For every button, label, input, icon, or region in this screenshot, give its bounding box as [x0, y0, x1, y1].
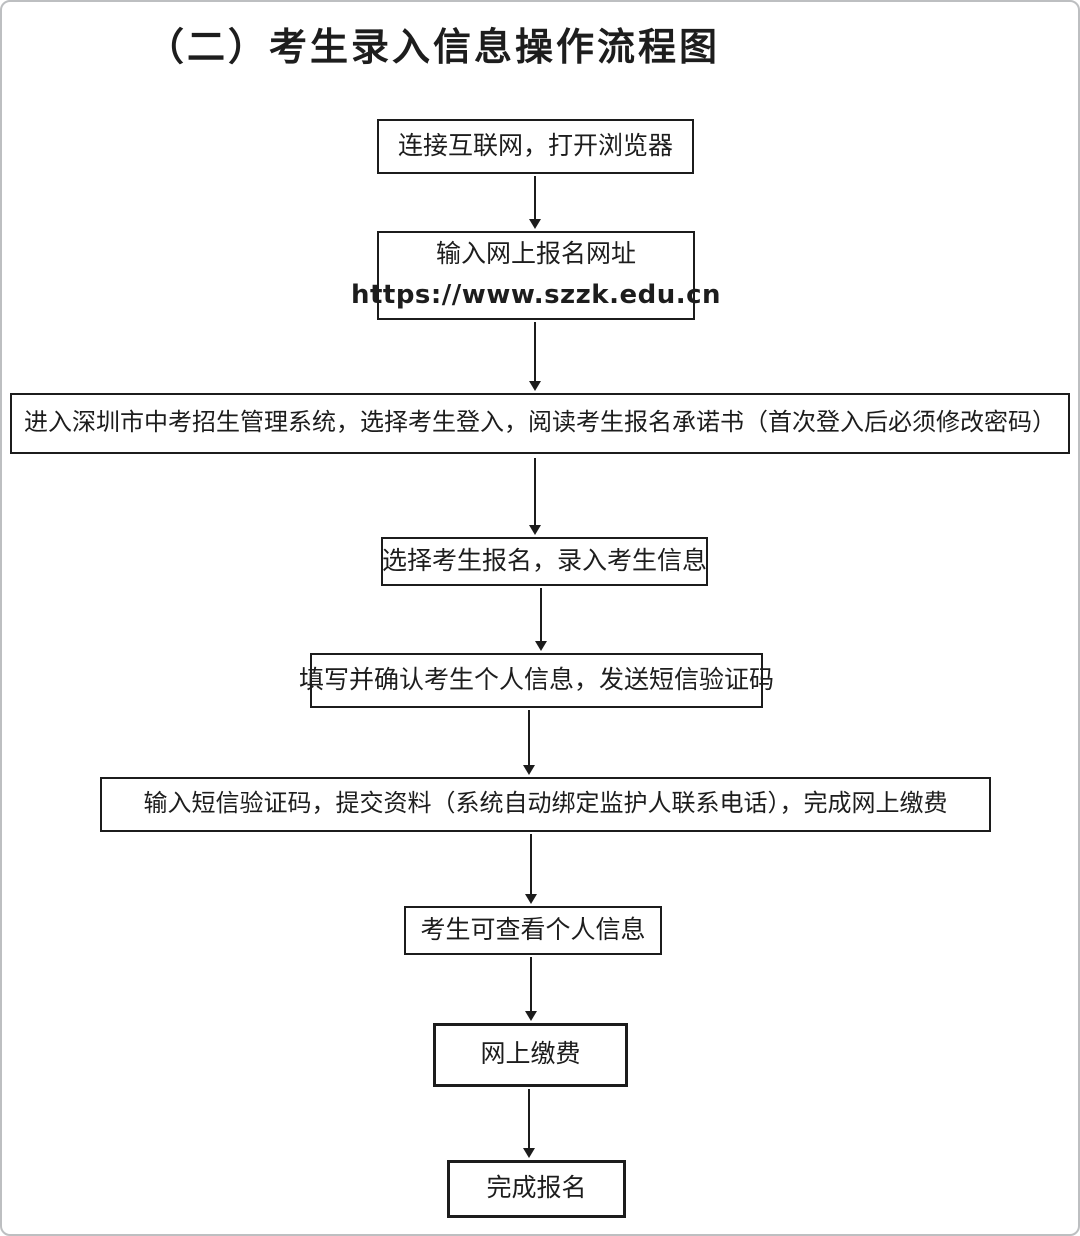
flow-step-login-system: 进入深圳市中考招生管理系统，选择考生登入，阅读考生报名承诺书（首次登入后必须修改… [10, 393, 1070, 454]
flow-step-label: 选择考生报名，录入考生信息 [382, 547, 708, 575]
flow-step-label: 输入网上报名网址 [435, 241, 636, 269]
flow-step-label: 输入短信验证码，提交资料（系统自动绑定监护人联系电话），完成网上缴费 [143, 791, 948, 818]
page-title: （二）考生录入信息操作流程图 [146, 27, 721, 69]
flow-step-fill-confirm-info: 填写并确认考生个人信息，发送短信验证码 [299, 653, 774, 708]
arrow-down-icon [529, 322, 541, 391]
arrow-down-icon [535, 588, 547, 651]
flow-step-label: 填写并确认考生个人信息，发送短信验证码 [299, 666, 775, 694]
arrow-down-icon [525, 957, 537, 1021]
arrow-down-icon [523, 710, 535, 775]
flow-step-label: 网上缴费 [480, 1041, 581, 1069]
flow-step-label: 考生可查看个人信息 [420, 916, 646, 944]
flow-step-label: 连接互联网，打开浏览器 [397, 132, 673, 160]
arrow-down-icon [529, 176, 541, 229]
flow-step-label: 完成报名 [486, 1175, 587, 1203]
flow-step-online-payment: 网上缴费 [433, 1023, 628, 1087]
arrow-down-icon [523, 1089, 535, 1158]
flow-step-complete-register: 完成报名 [447, 1160, 626, 1218]
registration-url-text: https://www.szzk.edu.cn [350, 279, 722, 310]
flow-step-view-personal-info: 考生可查看个人信息 [404, 906, 662, 955]
flow-step-enter-url: 输入网上报名网址 https://www.szzk.edu.cn [351, 231, 721, 320]
arrow-down-icon [529, 458, 541, 535]
flow-step-connect-internet: 连接互联网，打开浏览器 [377, 119, 694, 174]
flow-step-submit-and-pay: 输入短信验证码，提交资料（系统自动绑定监护人联系电话），完成网上缴费 [100, 777, 991, 832]
flow-step-label: 进入深圳市中考招生管理系统，选择考生登入，阅读考生报名承诺书（首次登入后必须修改… [24, 410, 1056, 437]
arrow-down-icon [525, 834, 537, 904]
flow-step-select-register: 选择考生报名，录入考生信息 [381, 537, 708, 586]
